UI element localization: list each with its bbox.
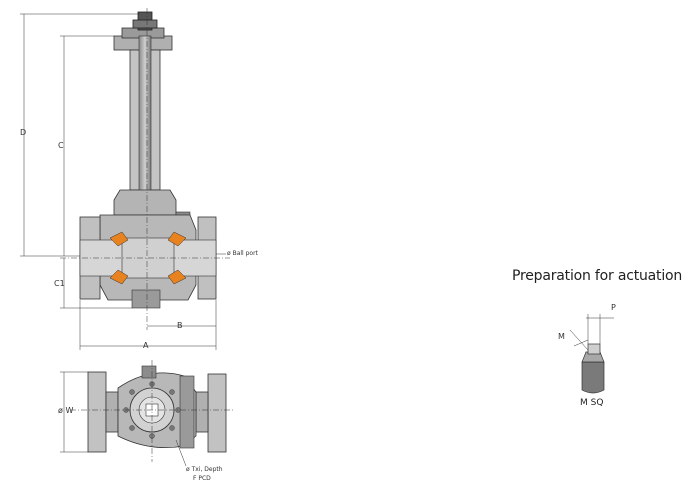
front-dimensions	[20, 13, 226, 350]
dimension-d-label: D	[20, 128, 27, 137]
dimension-b-label: B	[177, 321, 183, 330]
front-section-view	[60, 8, 230, 330]
dimension-p-label: P	[611, 303, 616, 312]
dimension-m-label: M	[558, 332, 565, 341]
dimension-c-label: C	[58, 141, 64, 150]
tap-depth-callout: ø Txi, Depth	[186, 466, 223, 473]
dimension-c1-label: C1	[54, 279, 65, 288]
dimension-a-label: A	[143, 341, 149, 350]
actuation-detail	[569, 314, 614, 394]
plan-view	[60, 360, 234, 467]
tap-pcd-callout: F PCD	[193, 475, 211, 482]
ball-port-callout: ø Ball port	[227, 250, 258, 257]
actuation-title: Preparation for actuation	[512, 268, 683, 284]
dimension-w-label: ø W	[58, 406, 74, 415]
stem-square-label: M SQ	[580, 398, 604, 408]
